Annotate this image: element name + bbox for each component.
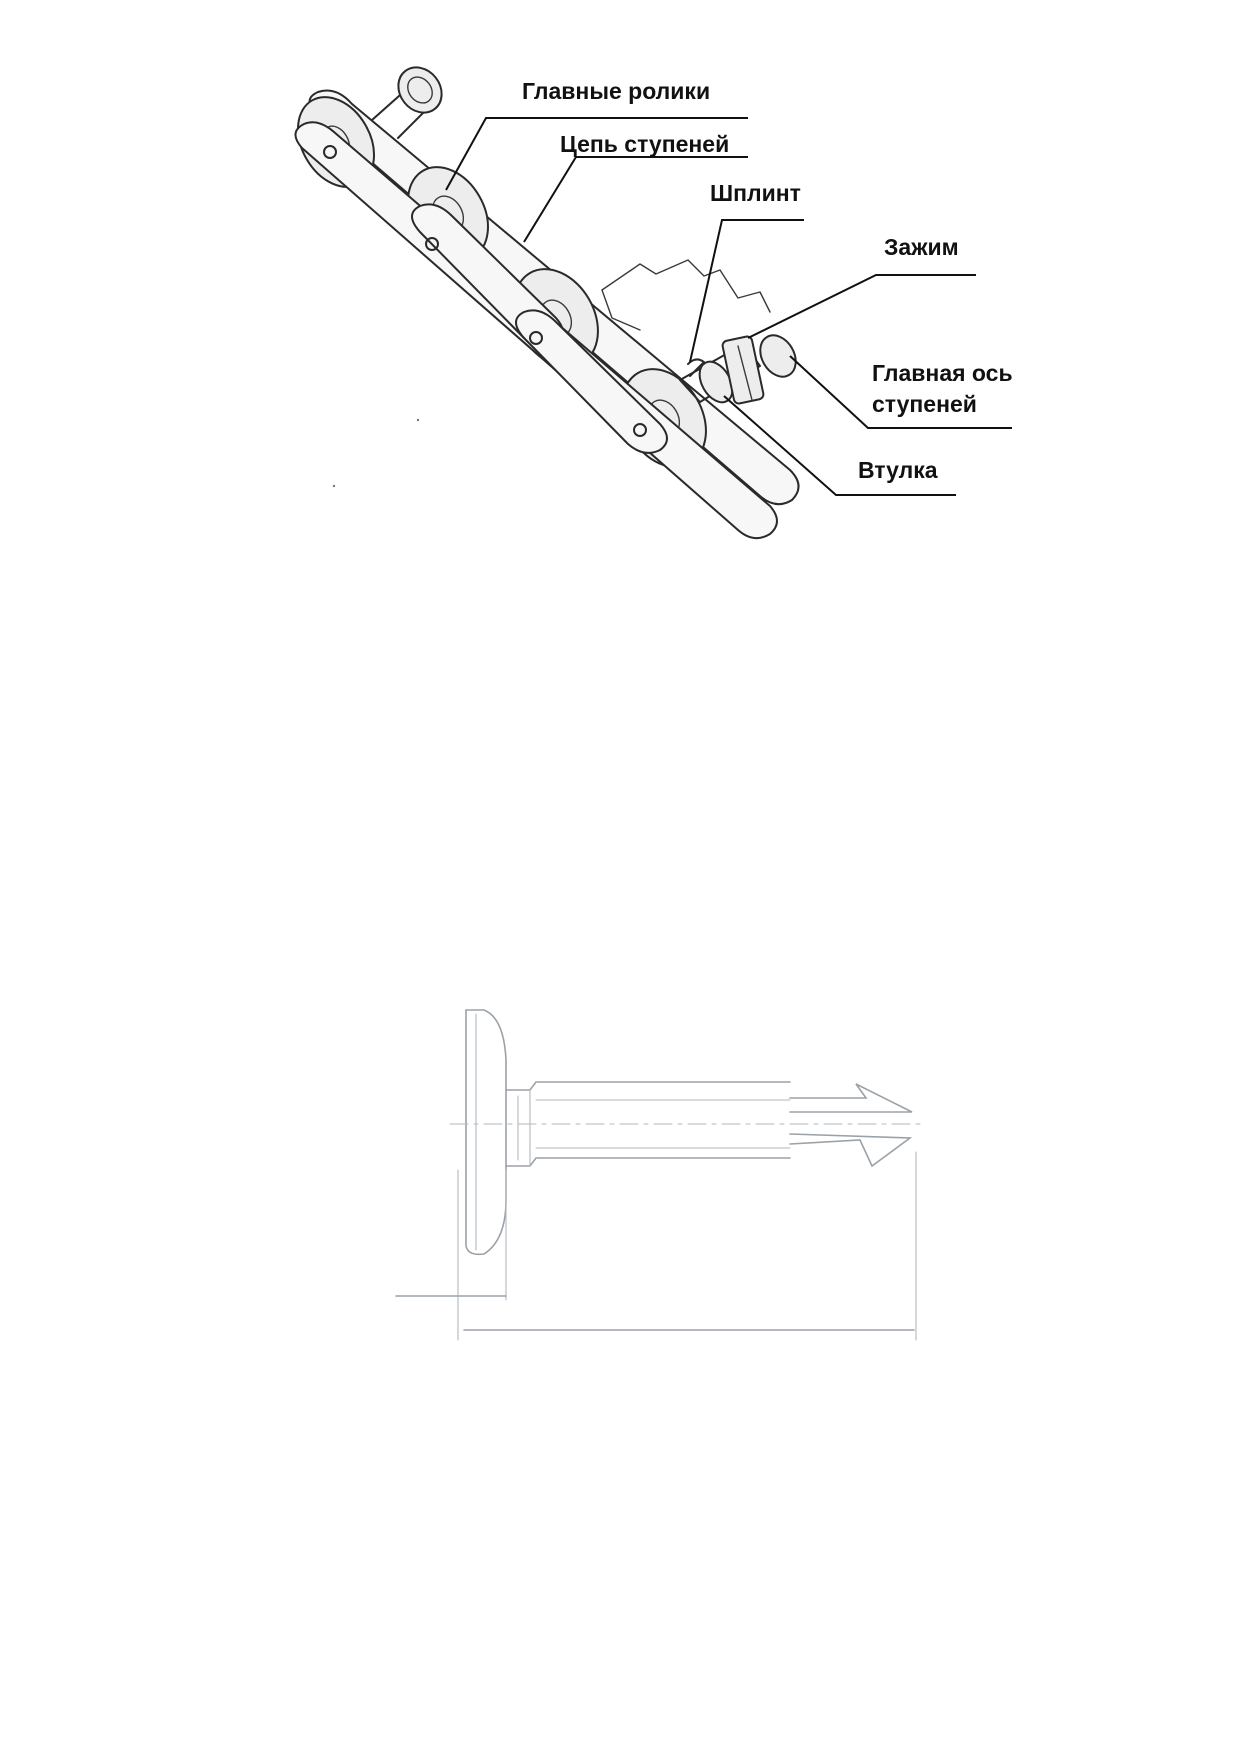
cotter-pin bbox=[687, 358, 705, 377]
step-bracket bbox=[601, 259, 771, 331]
link-pin bbox=[425, 237, 439, 251]
axle-stub-left bbox=[371, 66, 443, 139]
leader-clamp bbox=[747, 274, 976, 339]
head-plate bbox=[465, 1009, 507, 1256]
link-pin bbox=[323, 145, 337, 159]
label-step-chain: Цепь ступеней bbox=[560, 131, 729, 157]
label-main-step-axle-line1: Главная ось bbox=[872, 360, 1013, 386]
label-bushing: Втулка bbox=[858, 457, 938, 483]
figure-labels: Главные ролики Цепь ступеней Шплинт Зажи… bbox=[522, 78, 1013, 483]
label-cotter-pin: Шплинт bbox=[710, 180, 801, 206]
leader-bushing bbox=[723, 395, 956, 496]
leader-main-step-axle bbox=[789, 355, 1012, 429]
step-chain-figure: Главные ролики Цепь ступеней Шплинт Зажи… bbox=[294, 66, 1013, 540]
shaft bbox=[505, 1081, 791, 1167]
dimension-lines bbox=[395, 1151, 917, 1341]
label-main-step-axle-line2: ступеней bbox=[872, 391, 977, 417]
axle-fastener-figure bbox=[395, 1009, 925, 1341]
scan-speck bbox=[416, 418, 420, 422]
label-clamp: Зажим bbox=[884, 234, 959, 260]
link-pin bbox=[633, 423, 647, 437]
chain-links bbox=[323, 145, 668, 454]
shaft-tip bbox=[789, 1083, 913, 1168]
leader-cotter-pin bbox=[689, 219, 804, 363]
leader-main-rollers bbox=[445, 117, 748, 191]
main-step-axle bbox=[679, 334, 797, 405]
label-main-rollers: Главные ролики bbox=[522, 78, 710, 104]
clamp bbox=[721, 335, 765, 405]
link-pin bbox=[529, 331, 543, 345]
leader-lines bbox=[445, 117, 1012, 496]
scan-speck bbox=[332, 484, 336, 488]
leader-step-chain bbox=[523, 156, 748, 243]
